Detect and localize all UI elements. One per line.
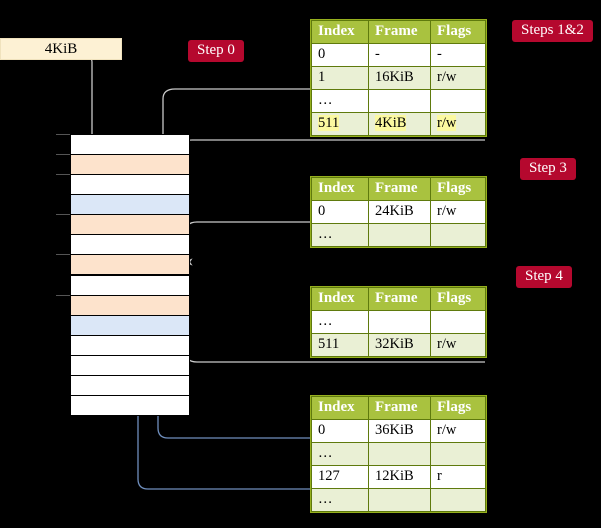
cell-index: 0 bbox=[311, 43, 369, 67]
table-row: … bbox=[311, 89, 486, 113]
table-row: … bbox=[311, 488, 486, 512]
column-header-flags: Flags bbox=[430, 177, 486, 201]
cell-index: 0 bbox=[311, 419, 369, 443]
column-header-frame: Frame bbox=[368, 287, 431, 311]
cell-frame: 16KiB bbox=[368, 66, 431, 90]
cell-frame bbox=[368, 223, 431, 247]
size-label-4kib: 4KiB bbox=[0, 38, 122, 60]
table-row: 511 4KiB r/w bbox=[311, 112, 486, 136]
cell-frame bbox=[368, 310, 431, 334]
wire-t4-r1 bbox=[162, 88, 485, 152]
cell-index: … bbox=[311, 223, 369, 247]
cell-flags bbox=[430, 442, 486, 466]
memory-frame-row bbox=[70, 194, 190, 216]
cell-frame bbox=[368, 89, 431, 113]
column-header-frame: Frame bbox=[368, 177, 431, 201]
memory-tick-mark bbox=[56, 134, 70, 135]
cell-flags bbox=[430, 223, 486, 247]
table-row: 0-- bbox=[311, 43, 486, 67]
cell-index: 511 bbox=[311, 112, 369, 136]
cell-flags: r bbox=[430, 465, 486, 489]
memory-tick-mark bbox=[56, 214, 70, 216]
cell-index: 1 bbox=[311, 66, 369, 90]
memory-frame-row bbox=[70, 234, 190, 256]
memory-frame-row bbox=[70, 374, 190, 396]
cell-frame: 36KiB bbox=[368, 419, 431, 443]
badge-step-3: Step 3 bbox=[520, 158, 576, 180]
memory-frame-row bbox=[70, 314, 190, 336]
column-header-index: Index bbox=[311, 177, 369, 201]
memory-tick-mark bbox=[56, 154, 70, 156]
memory-frame-row bbox=[70, 254, 190, 276]
badge-steps-1-2: Steps 1&2 bbox=[512, 20, 593, 42]
cell-flags bbox=[430, 310, 486, 334]
cell-frame: - bbox=[368, 43, 431, 67]
column-header-index: Index bbox=[311, 396, 369, 420]
cell-frame: 32KiB bbox=[368, 333, 431, 357]
memory-frame-row bbox=[70, 154, 190, 176]
column-header-frame: Frame bbox=[368, 20, 431, 44]
badge-step-4: Step 4 bbox=[516, 266, 572, 288]
wire-t1-r0 bbox=[150, 324, 485, 439]
cell-frame: 24KiB bbox=[368, 200, 431, 224]
cell-index: … bbox=[311, 310, 369, 334]
memory-tick-mark bbox=[56, 254, 70, 256]
cell-flags: r/w bbox=[430, 419, 486, 443]
cell-index: 127 bbox=[311, 465, 369, 489]
highlighted-value: 511 bbox=[318, 115, 340, 131]
memory-frame-row bbox=[70, 174, 190, 196]
cell-index: 0 bbox=[311, 200, 369, 224]
cell-flags: r/w bbox=[430, 200, 486, 224]
memory-tick-mark bbox=[56, 174, 70, 176]
column-header-index: Index bbox=[311, 20, 369, 44]
cell-index: 511 bbox=[311, 333, 369, 357]
cell-frame bbox=[368, 488, 431, 512]
badge-step-0: Step 0 bbox=[188, 40, 244, 62]
cell-flags: r/w bbox=[430, 66, 486, 90]
cell-index: … bbox=[311, 89, 369, 113]
table-row: … bbox=[311, 310, 486, 334]
cell-frame: 12KiB bbox=[368, 465, 431, 489]
highlighted-value: 4KiB bbox=[375, 115, 407, 131]
memory-tick-mark bbox=[56, 294, 70, 296]
column-header-flags: Flags bbox=[430, 20, 486, 44]
cell-frame bbox=[368, 442, 431, 466]
column-header-flags: Flags bbox=[430, 287, 486, 311]
memory-frame-row bbox=[70, 294, 190, 316]
highlighted-value: r/w bbox=[437, 115, 457, 131]
cell-flags: r/w bbox=[430, 333, 486, 357]
column-header-index: Index bbox=[311, 287, 369, 311]
memory-frame-row bbox=[70, 214, 190, 236]
table-row: … bbox=[311, 223, 486, 247]
cell-frame: 4KiB bbox=[368, 112, 431, 136]
physical-memory-column bbox=[70, 134, 190, 416]
cell-index: … bbox=[311, 488, 369, 512]
memory-frame-row bbox=[70, 334, 190, 356]
cell-flags: r/w bbox=[430, 112, 486, 136]
column-header-flags: Flags bbox=[430, 396, 486, 420]
cell-flags bbox=[430, 488, 486, 512]
memory-frame-row bbox=[70, 274, 190, 296]
table-row: … bbox=[311, 442, 486, 466]
memory-frame-row bbox=[70, 134, 190, 156]
memory-frame-row bbox=[70, 394, 190, 416]
cell-flags: - bbox=[430, 43, 486, 67]
cell-index: … bbox=[311, 442, 369, 466]
wire-t1-r127 bbox=[130, 205, 485, 490]
column-header-frame: Frame bbox=[368, 396, 431, 420]
memory-frame-row bbox=[70, 354, 190, 376]
cell-flags bbox=[430, 89, 486, 113]
